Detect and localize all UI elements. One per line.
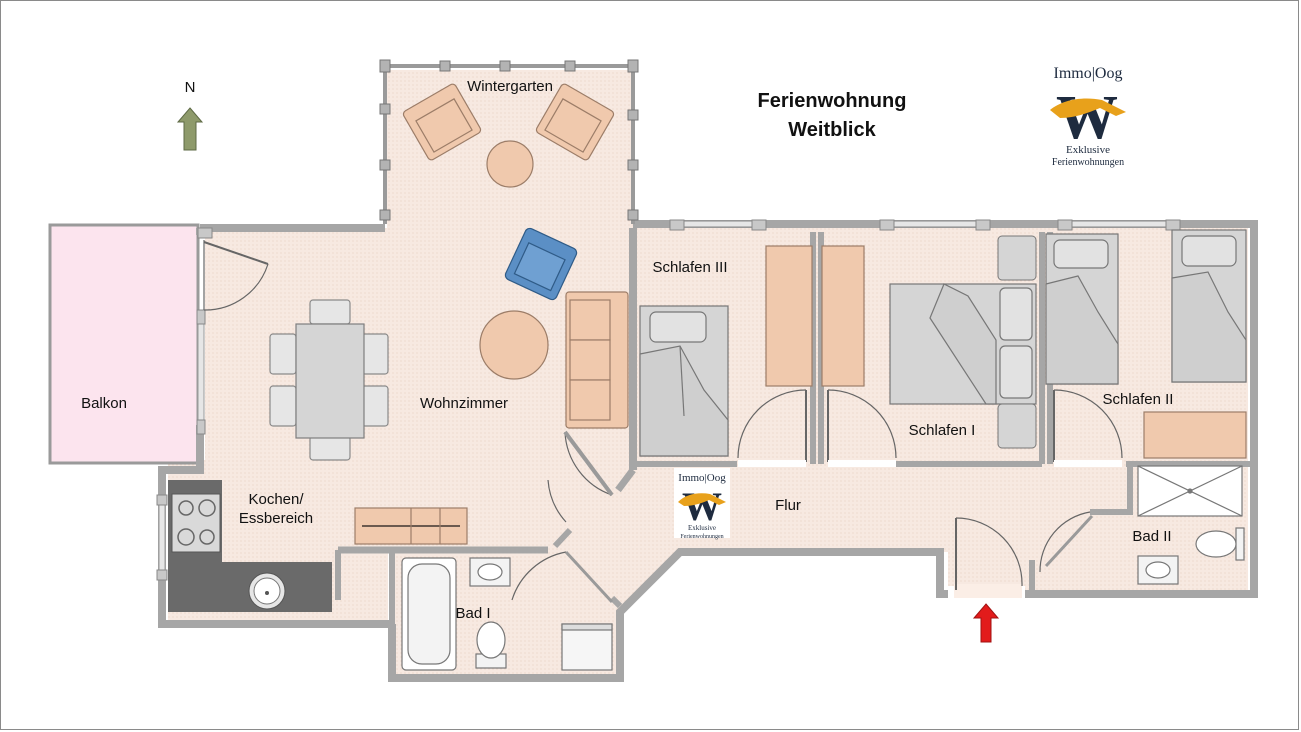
- logo-figure-icon: [1050, 98, 1126, 118]
- logo-hall-sub2: Ferienwohnungen: [680, 534, 723, 540]
- label-schlafen1: Schlafen I: [909, 422, 976, 439]
- bath1-fixtures: [401, 557, 613, 671]
- entry-mat: [954, 584, 1022, 598]
- schlafen2-furniture: [1045, 229, 1247, 459]
- logo-sub2: Ferienwohnungen: [1052, 157, 1124, 168]
- balcony-window: [196, 227, 213, 435]
- label-balkon: Balkon: [81, 395, 127, 412]
- bath2-sink: [1137, 555, 1179, 585]
- logo-hall: Immo|Oog W Exklusive Ferienwohnungen: [674, 468, 730, 540]
- bed-schlafen3: [639, 305, 729, 457]
- doors: [203, 240, 1123, 604]
- north-arrow-icon: [176, 107, 204, 151]
- room-labels: Wintergarten Balkon Wohnzimmer Kochen/ E…: [81, 78, 1173, 622]
- nightstand-2: [997, 403, 1037, 449]
- kitchen-units: [168, 480, 332, 612]
- kitchen-window: [156, 494, 168, 581]
- logo-hall-figure-icon: [678, 493, 726, 506]
- label-kochen-2: Essbereich: [239, 510, 313, 527]
- north-label: N: [185, 79, 196, 96]
- logo-hall-brand: Immo|Oog: [678, 472, 726, 484]
- logo-hall-letter: W: [682, 484, 722, 529]
- label-schlafen3: Schlafen III: [652, 259, 727, 276]
- label-bad2: Bad II: [1132, 528, 1171, 545]
- label-bad1: Bad I: [455, 605, 490, 622]
- label-kochen-1: Kochen/: [248, 491, 304, 508]
- armchair-right: [535, 83, 615, 161]
- logo-brand: Immo|Oog: [1054, 65, 1123, 82]
- single-bed-2: [1171, 229, 1247, 383]
- round-coffee-table: [479, 310, 549, 380]
- title-line1: Ferienwohnung: [758, 90, 907, 112]
- label-wohnzimmer: Wohnzimmer: [420, 395, 508, 412]
- armchair-left: [402, 83, 482, 161]
- burners: [177, 499, 216, 546]
- north-compass: N: [176, 79, 204, 151]
- logo-sub1: Exklusive: [1066, 144, 1110, 156]
- sofa: [565, 291, 629, 429]
- wintergarten-glass: [379, 59, 639, 224]
- single-bed-1: [1045, 233, 1119, 385]
- kitchen-sink: [248, 572, 286, 610]
- round-table-wintergarten: [486, 140, 534, 188]
- logo-main: Immo|Oog W Exklusive Ferienwohnungen: [1050, 65, 1126, 168]
- sideboard: [354, 507, 468, 545]
- logo-letter: W: [1056, 84, 1118, 152]
- washing-machine: [561, 623, 613, 671]
- schlafen1-furniture: [821, 235, 1037, 449]
- wintergarten-furniture: [402, 83, 615, 188]
- bath2-toilet: [1195, 527, 1245, 561]
- entry-arrow-icon: [972, 603, 1000, 643]
- bedroom-windows: [669, 219, 1181, 231]
- logo-hall-sub1: Exklusive: [688, 524, 716, 532]
- wardrobe-schlafen3: [765, 245, 813, 387]
- balcony-area: [48, 223, 200, 465]
- desk-schlafen2: [1143, 411, 1247, 459]
- nightstand-1: [997, 235, 1037, 281]
- double-bed: [889, 283, 1037, 405]
- bath2-fixtures: [1137, 465, 1245, 585]
- hall-floor: [560, 464, 1248, 612]
- wardrobe-schlafen1: [821, 245, 865, 387]
- label-schlafen2: Schlafen II: [1103, 391, 1174, 408]
- label-flur: Flur: [775, 497, 801, 514]
- door-gaps: [738, 460, 1122, 467]
- blue-armchair: [504, 227, 578, 301]
- schlafen3-furniture: [639, 245, 813, 457]
- title-line2: Weitblick: [788, 119, 876, 141]
- label-wintergarten: Wintergarten: [467, 78, 553, 95]
- living-furniture: [269, 227, 629, 545]
- dining-set: [269, 299, 389, 461]
- bath1-toilet: [475, 621, 507, 669]
